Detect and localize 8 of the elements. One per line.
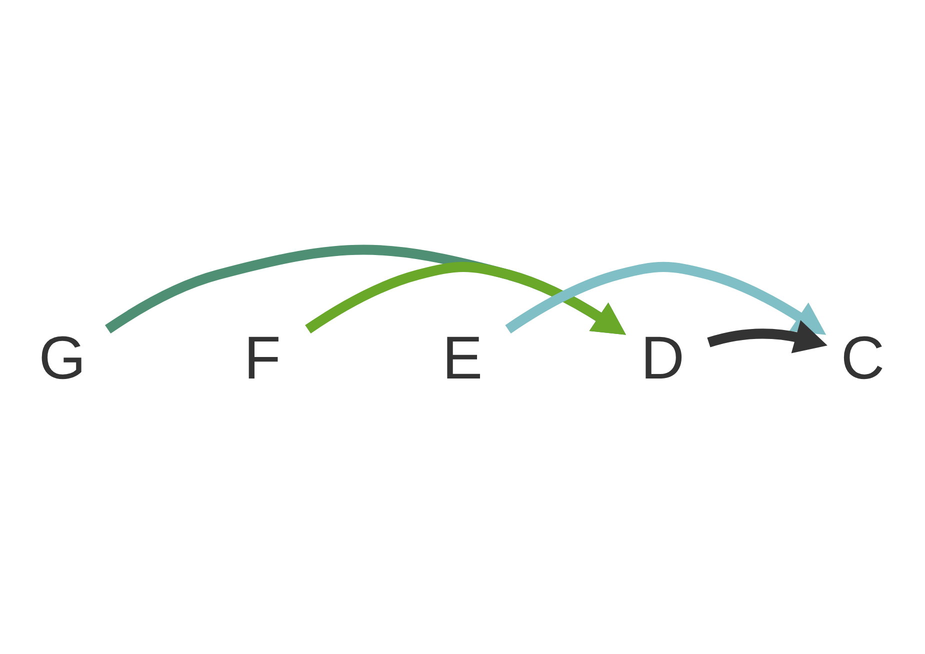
node-text: C xyxy=(840,324,885,392)
arrow xyxy=(505,262,826,335)
node-text: E xyxy=(442,324,483,392)
node-text: D xyxy=(640,324,684,392)
arrow xyxy=(707,320,828,354)
node-text: F xyxy=(244,324,281,392)
node-text: G xyxy=(38,324,86,392)
arrow xyxy=(305,262,626,335)
